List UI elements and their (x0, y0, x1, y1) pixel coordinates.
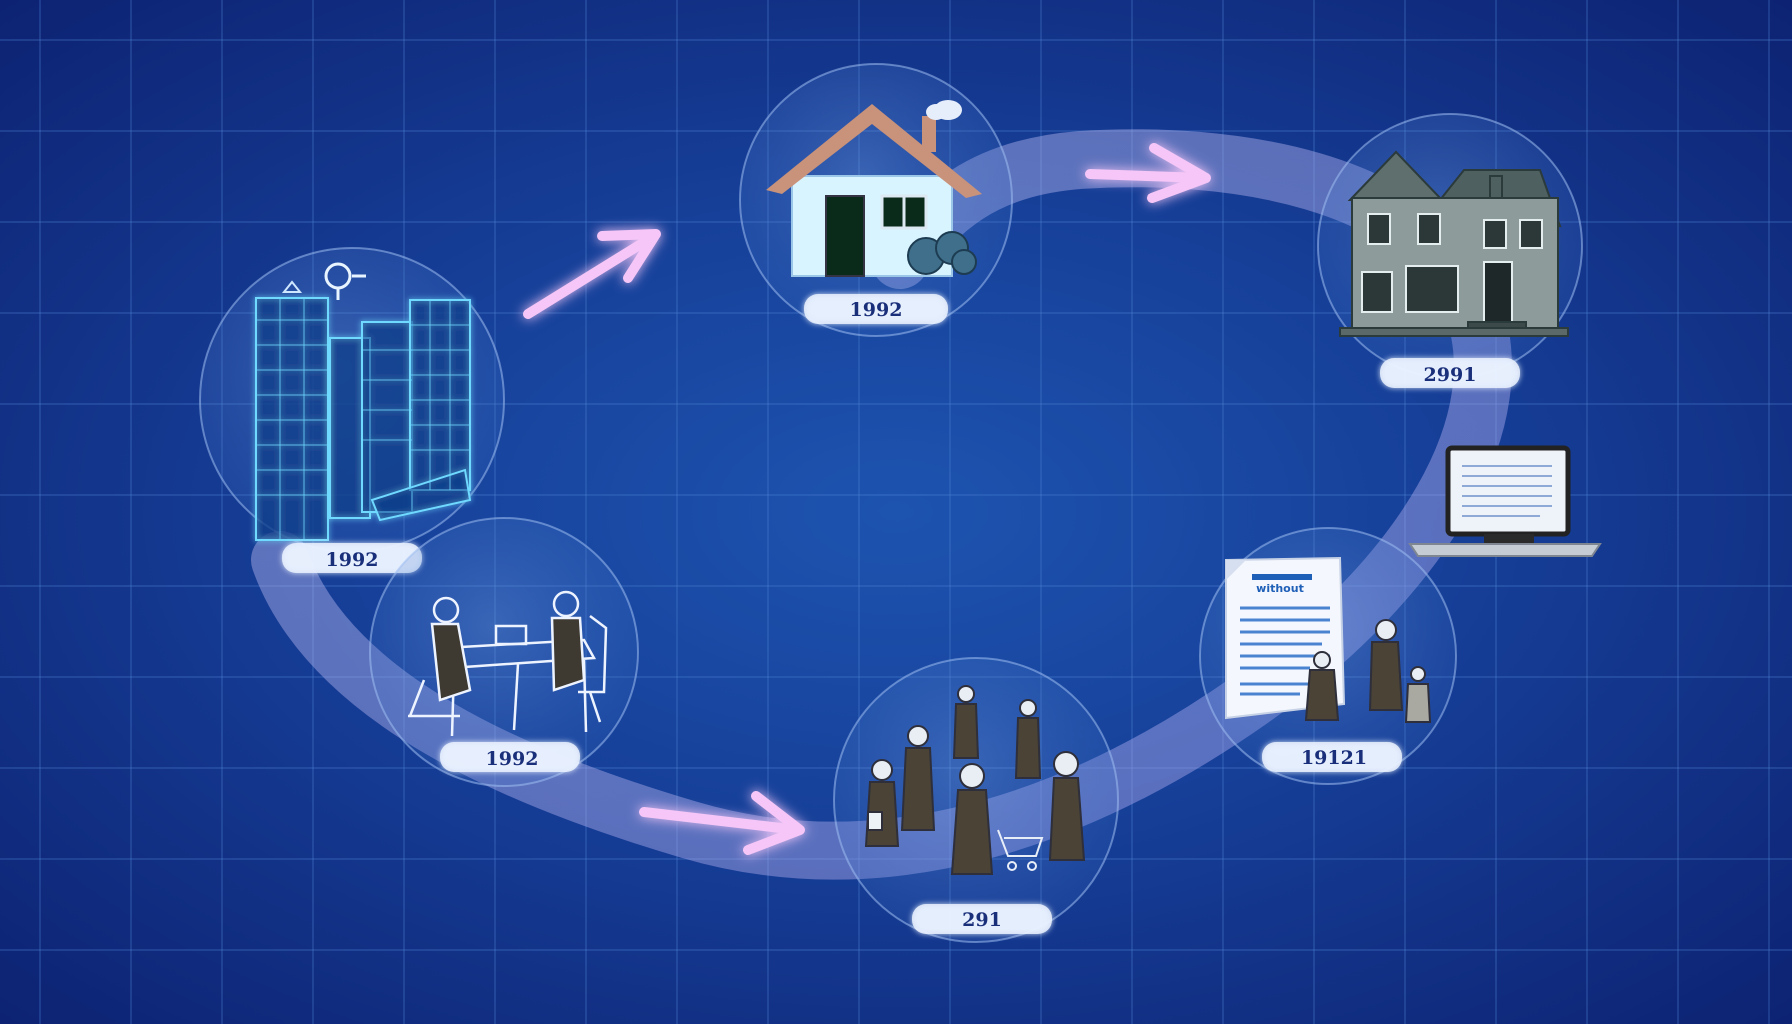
coins-icon (907, 231, 977, 275)
year-pill (282, 543, 422, 573)
year-pill (1380, 358, 1520, 388)
meeting-icon (408, 590, 608, 737)
pin-icon (281, 280, 303, 293)
crowd-icon (864, 685, 1086, 875)
stage-skyscrapers: 1992 (199, 247, 505, 573)
arrow-right-icon (523, 229, 661, 319)
arrow-right-icon (1085, 143, 1211, 203)
year-pill (440, 742, 580, 772)
shopping-cart-icon (997, 829, 1044, 871)
year-pill (804, 294, 948, 324)
document-title: without (1256, 582, 1304, 595)
house-icon (766, 100, 982, 277)
stage-year: 1992 (486, 748, 539, 770)
stage-crowd: 291 (833, 657, 1119, 943)
stage-year: 19121 (1301, 747, 1367, 769)
year-pill (1262, 742, 1402, 772)
people-icon (1304, 619, 1432, 723)
stage-year: 1992 (850, 299, 903, 321)
stage-year: 2991 (1424, 364, 1477, 386)
laptop-icon (1408, 445, 1602, 557)
stage-mansion: 2991 (1317, 113, 1583, 388)
stage-year: 1992 (326, 549, 379, 571)
skyscrapers-icon (255, 297, 472, 541)
stage-document: without 19121 (1199, 527, 1457, 785)
stage-bubble (369, 517, 639, 787)
arrow-right-icon (639, 791, 805, 855)
stage-meeting: 1992 (369, 517, 639, 787)
year-pill (912, 904, 1052, 934)
magnifier-icon (324, 262, 366, 300)
mansion-icon (1339, 150, 1569, 337)
stage-year: 291 (962, 909, 1002, 931)
stage-house: 1992 (739, 63, 1013, 337)
